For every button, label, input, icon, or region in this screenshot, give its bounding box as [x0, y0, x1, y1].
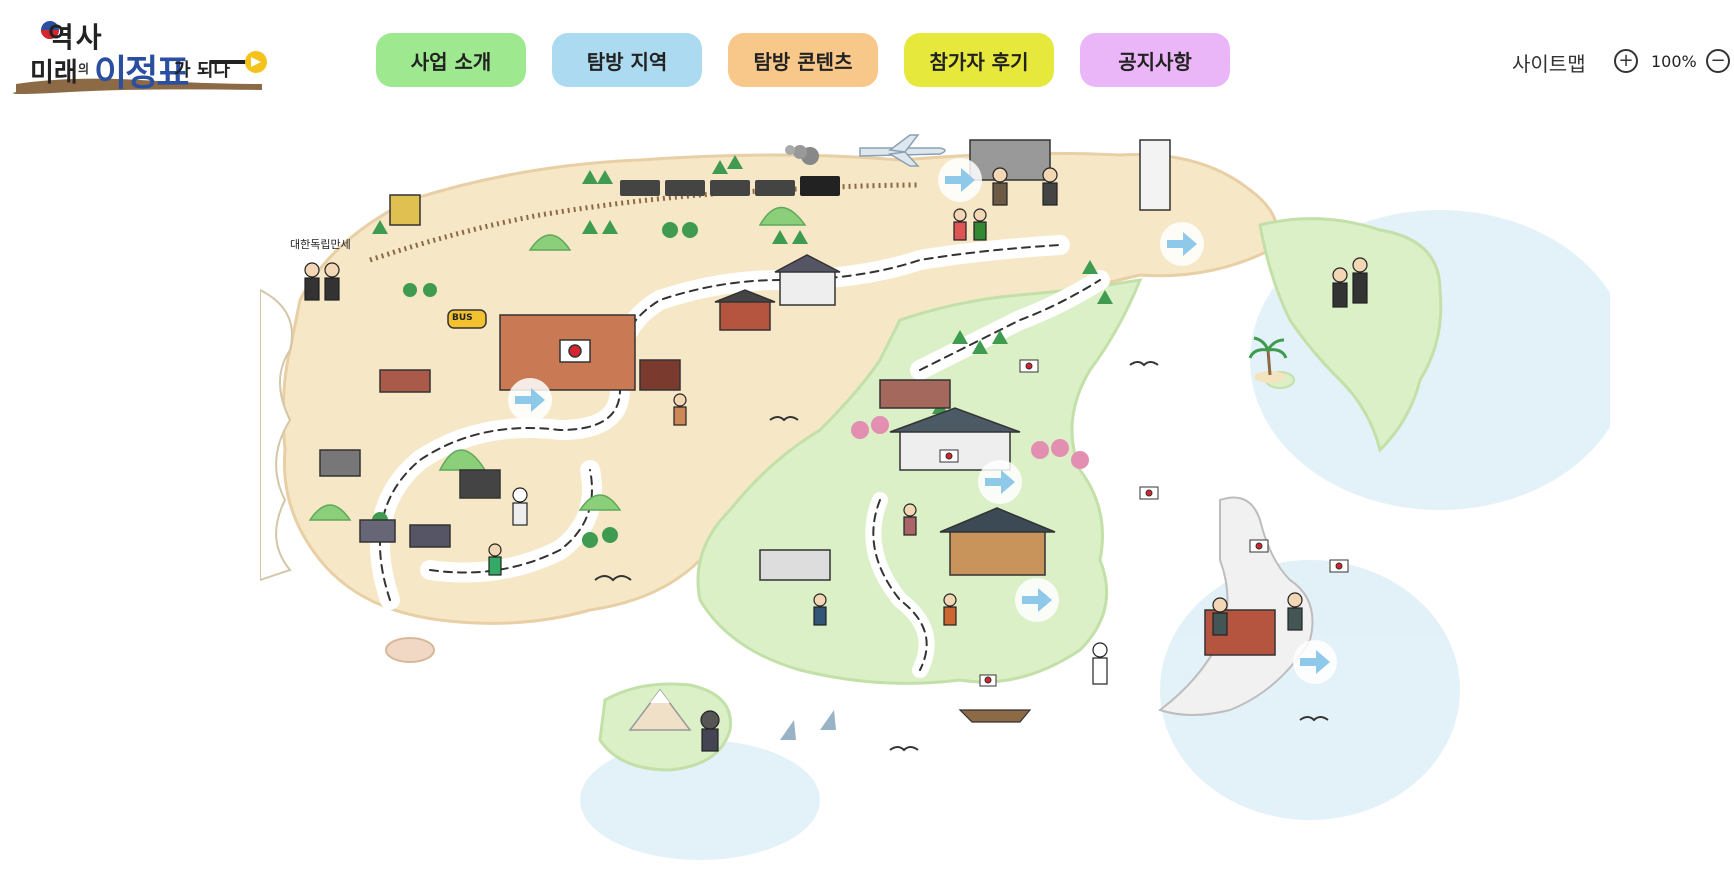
map-illustration [260, 134, 1610, 860]
arrow-right-icon [1300, 650, 1330, 674]
nav-participant-reviews[interactable]: 참가자 후기 [904, 33, 1054, 87]
logo-line2d: 가 되다 [174, 60, 230, 81]
arrow-right-icon [1022, 588, 1052, 612]
zoom-out-button[interactable]: − [1706, 49, 1730, 73]
hills [308, 206, 807, 521]
shark-fins [780, 710, 836, 740]
region-link-arrow-4[interactable] [978, 460, 1022, 504]
arrow-right-icon [985, 470, 1015, 494]
island-mountain [628, 688, 692, 731]
zoom-in-button[interactable]: + [1614, 49, 1638, 73]
nav-business-intro[interactable]: 사업 소개 [376, 33, 526, 87]
region-link-arrow-2[interactable] [938, 158, 982, 202]
west-coast [260, 288, 293, 582]
nav-notices[interactable]: 공지사항 [1080, 33, 1230, 87]
arrow-right-icon [515, 388, 545, 412]
palm-tree [1248, 336, 1288, 383]
tour-map: 대한독립만세 BUS [260, 130, 1610, 870]
independence-banner-text: 대한독립만세 [290, 238, 351, 251]
region-link-arrow-6[interactable] [1293, 640, 1337, 684]
logo-line2a: 미래 [30, 58, 78, 88]
plus-icon: + [1618, 50, 1634, 71]
minus-icon: − [1710, 50, 1726, 71]
sitemap-link[interactable]: 사이트맵 [1512, 52, 1586, 76]
zoom-level: 100% [1651, 52, 1697, 71]
nav-tour-regions[interactable]: 탐방 지역 [552, 33, 702, 87]
boat [958, 709, 1032, 723]
arrow-right-icon [1167, 232, 1197, 256]
logo-line2c: 이정표 [94, 53, 189, 94]
seagulls [594, 361, 1329, 752]
rock-islet [385, 637, 435, 663]
nav-tour-contents[interactable]: 탐방 콘텐츠 [728, 33, 878, 87]
region-link-arrow-3[interactable] [1160, 222, 1204, 266]
korean-flags [939, 359, 1349, 687]
logo-line1: 역사 [48, 21, 104, 54]
logo-brush-graphic [13, 21, 267, 94]
arrow-right-icon [945, 168, 975, 192]
people [304, 167, 1368, 752]
airplane [859, 134, 946, 167]
east-continent [1258, 217, 1443, 453]
region-link-arrow-1[interactable] [508, 378, 552, 422]
region-link-arrow-5[interactable] [1015, 578, 1059, 622]
logo-line2b: 의 [78, 62, 90, 76]
bus-label: BUS [452, 313, 473, 323]
site-logo[interactable]: 역사 미래 의 이정표 가 되다 [10, 10, 270, 102]
railway [369, 182, 921, 263]
train [620, 145, 840, 196]
